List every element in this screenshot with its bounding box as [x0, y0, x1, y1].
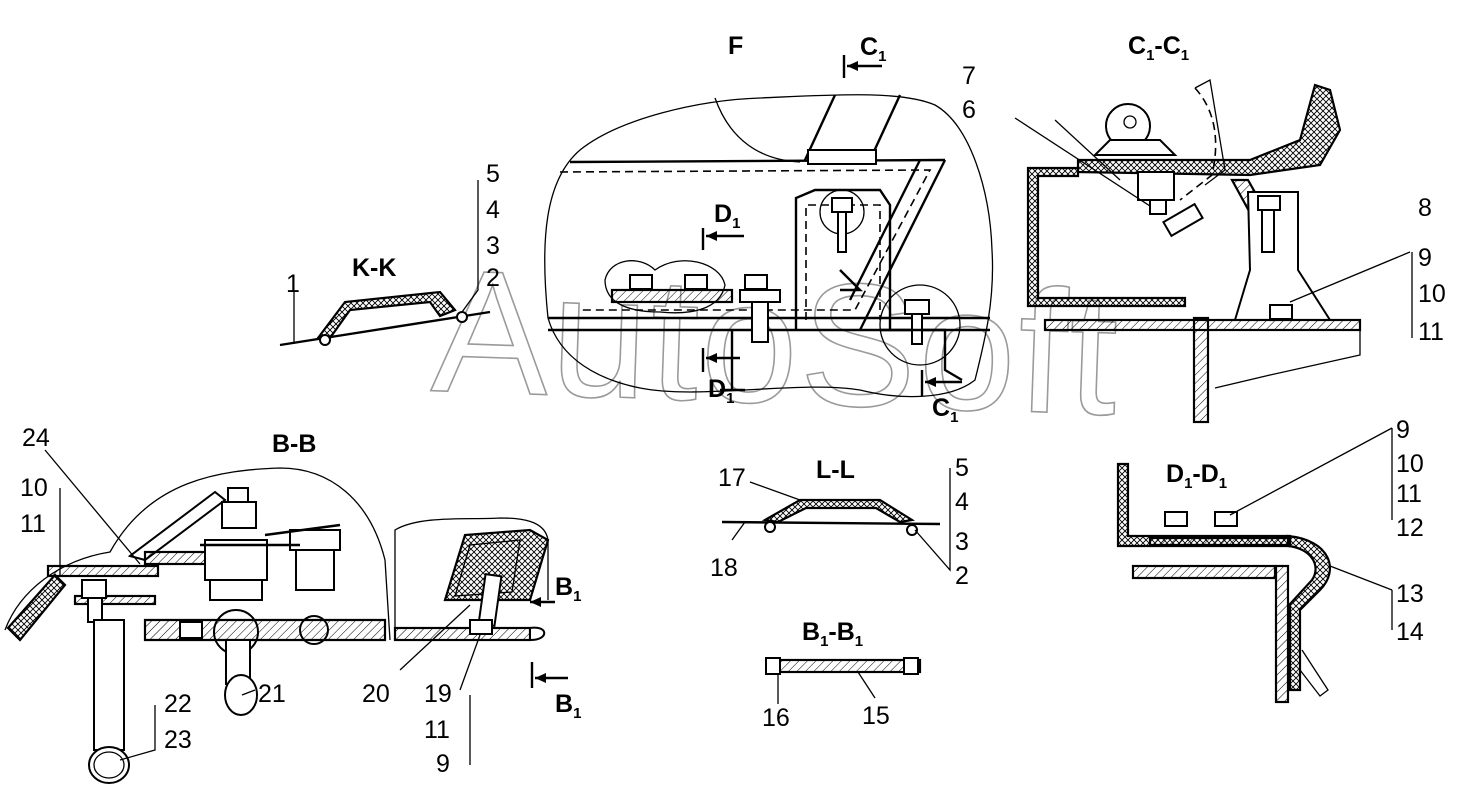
- section-marker-d1-top: D1: [701, 200, 744, 250]
- section-marker-b1-bottom: B1: [530, 662, 581, 722]
- svg-text:B1-B1: B1-B1: [802, 618, 863, 650]
- callout-9-c1: 9: [1418, 244, 1432, 272]
- callout-14: 14: [1396, 618, 1424, 646]
- section-marker-b1-top: B1: [530, 573, 581, 607]
- callout-2-kk: 2: [486, 264, 500, 292]
- section-marker-c1-bottom: C1: [920, 370, 962, 426]
- section-marker-d1-bottom: D1: [701, 348, 740, 407]
- callout-1: 1: [286, 270, 300, 298]
- callout-19: 19: [424, 680, 452, 708]
- callout-18: 18: [710, 554, 738, 582]
- callout-2-ll: 2: [955, 562, 969, 590]
- svg-text:D1-D1: D1-D1: [1166, 460, 1227, 492]
- view-k-k: K-K: [279, 180, 491, 347]
- callout-10-d1: 10: [1396, 450, 1424, 478]
- section-marker-c1-top: C1: [842, 33, 886, 78]
- view-f-title: F: [728, 32, 743, 60]
- callout-8: 8: [1418, 194, 1432, 222]
- callout-5-kk: 5: [486, 160, 500, 188]
- view-d1-d1: D1-D1: [1116, 427, 1393, 704]
- callout-9-b1: 9: [436, 750, 450, 778]
- view-b-b: B-B: [4, 430, 550, 784]
- callout-9-d1: 9: [1396, 416, 1410, 444]
- callout-11-b1: 11: [424, 716, 450, 744]
- callout-21: 21: [258, 680, 286, 708]
- svg-text:C1-C1: C1-C1: [1128, 32, 1189, 64]
- callout-4-kk: 4: [486, 196, 500, 224]
- view-b-b-title: B-B: [272, 430, 316, 458]
- callout-10-c1: 10: [1418, 280, 1446, 308]
- svg-text:C1: C1: [932, 394, 958, 426]
- svg-text:B1: B1: [555, 573, 581, 605]
- view-b1-b1: B1-B1: [765, 618, 922, 704]
- view-f: F: [544, 32, 994, 398]
- watermark: AutoSoft: [429, 234, 1123, 453]
- callout-13: 13: [1396, 580, 1424, 608]
- callout-12: 12: [1396, 514, 1424, 542]
- callout-23: 23: [164, 726, 192, 754]
- callout-16: 16: [762, 704, 790, 732]
- callout-4-ll: 4: [955, 488, 969, 516]
- callout-11-bb: 11: [20, 510, 46, 538]
- callout-22: 22: [164, 690, 192, 718]
- callout-3-kk: 3: [486, 232, 500, 260]
- callout-6: 6: [962, 96, 976, 124]
- view-c1-c1: C1-C1: [1014, 32, 1413, 424]
- svg-text:C1: C1: [860, 33, 886, 65]
- callout-17: 17: [718, 464, 746, 492]
- callout-20: 20: [362, 680, 390, 708]
- callout-15: 15: [862, 702, 890, 730]
- callout-5-ll: 5: [955, 454, 969, 482]
- callout-11-c1: 11: [1418, 318, 1444, 346]
- view-k-k-title: K-K: [352, 254, 396, 282]
- callout-24: 24: [22, 424, 50, 452]
- view-l-l: L-L: [721, 456, 951, 572]
- callout-10-bb: 10: [20, 474, 48, 502]
- svg-text:D1: D1: [708, 375, 734, 407]
- view-l-l-title: L-L: [816, 456, 855, 484]
- svg-text:B1: B1: [555, 690, 581, 722]
- svg-text:D1: D1: [714, 200, 740, 232]
- callout-11-d1: 11: [1396, 480, 1422, 508]
- callout-3-ll: 3: [955, 528, 969, 556]
- callout-7: 7: [962, 62, 976, 90]
